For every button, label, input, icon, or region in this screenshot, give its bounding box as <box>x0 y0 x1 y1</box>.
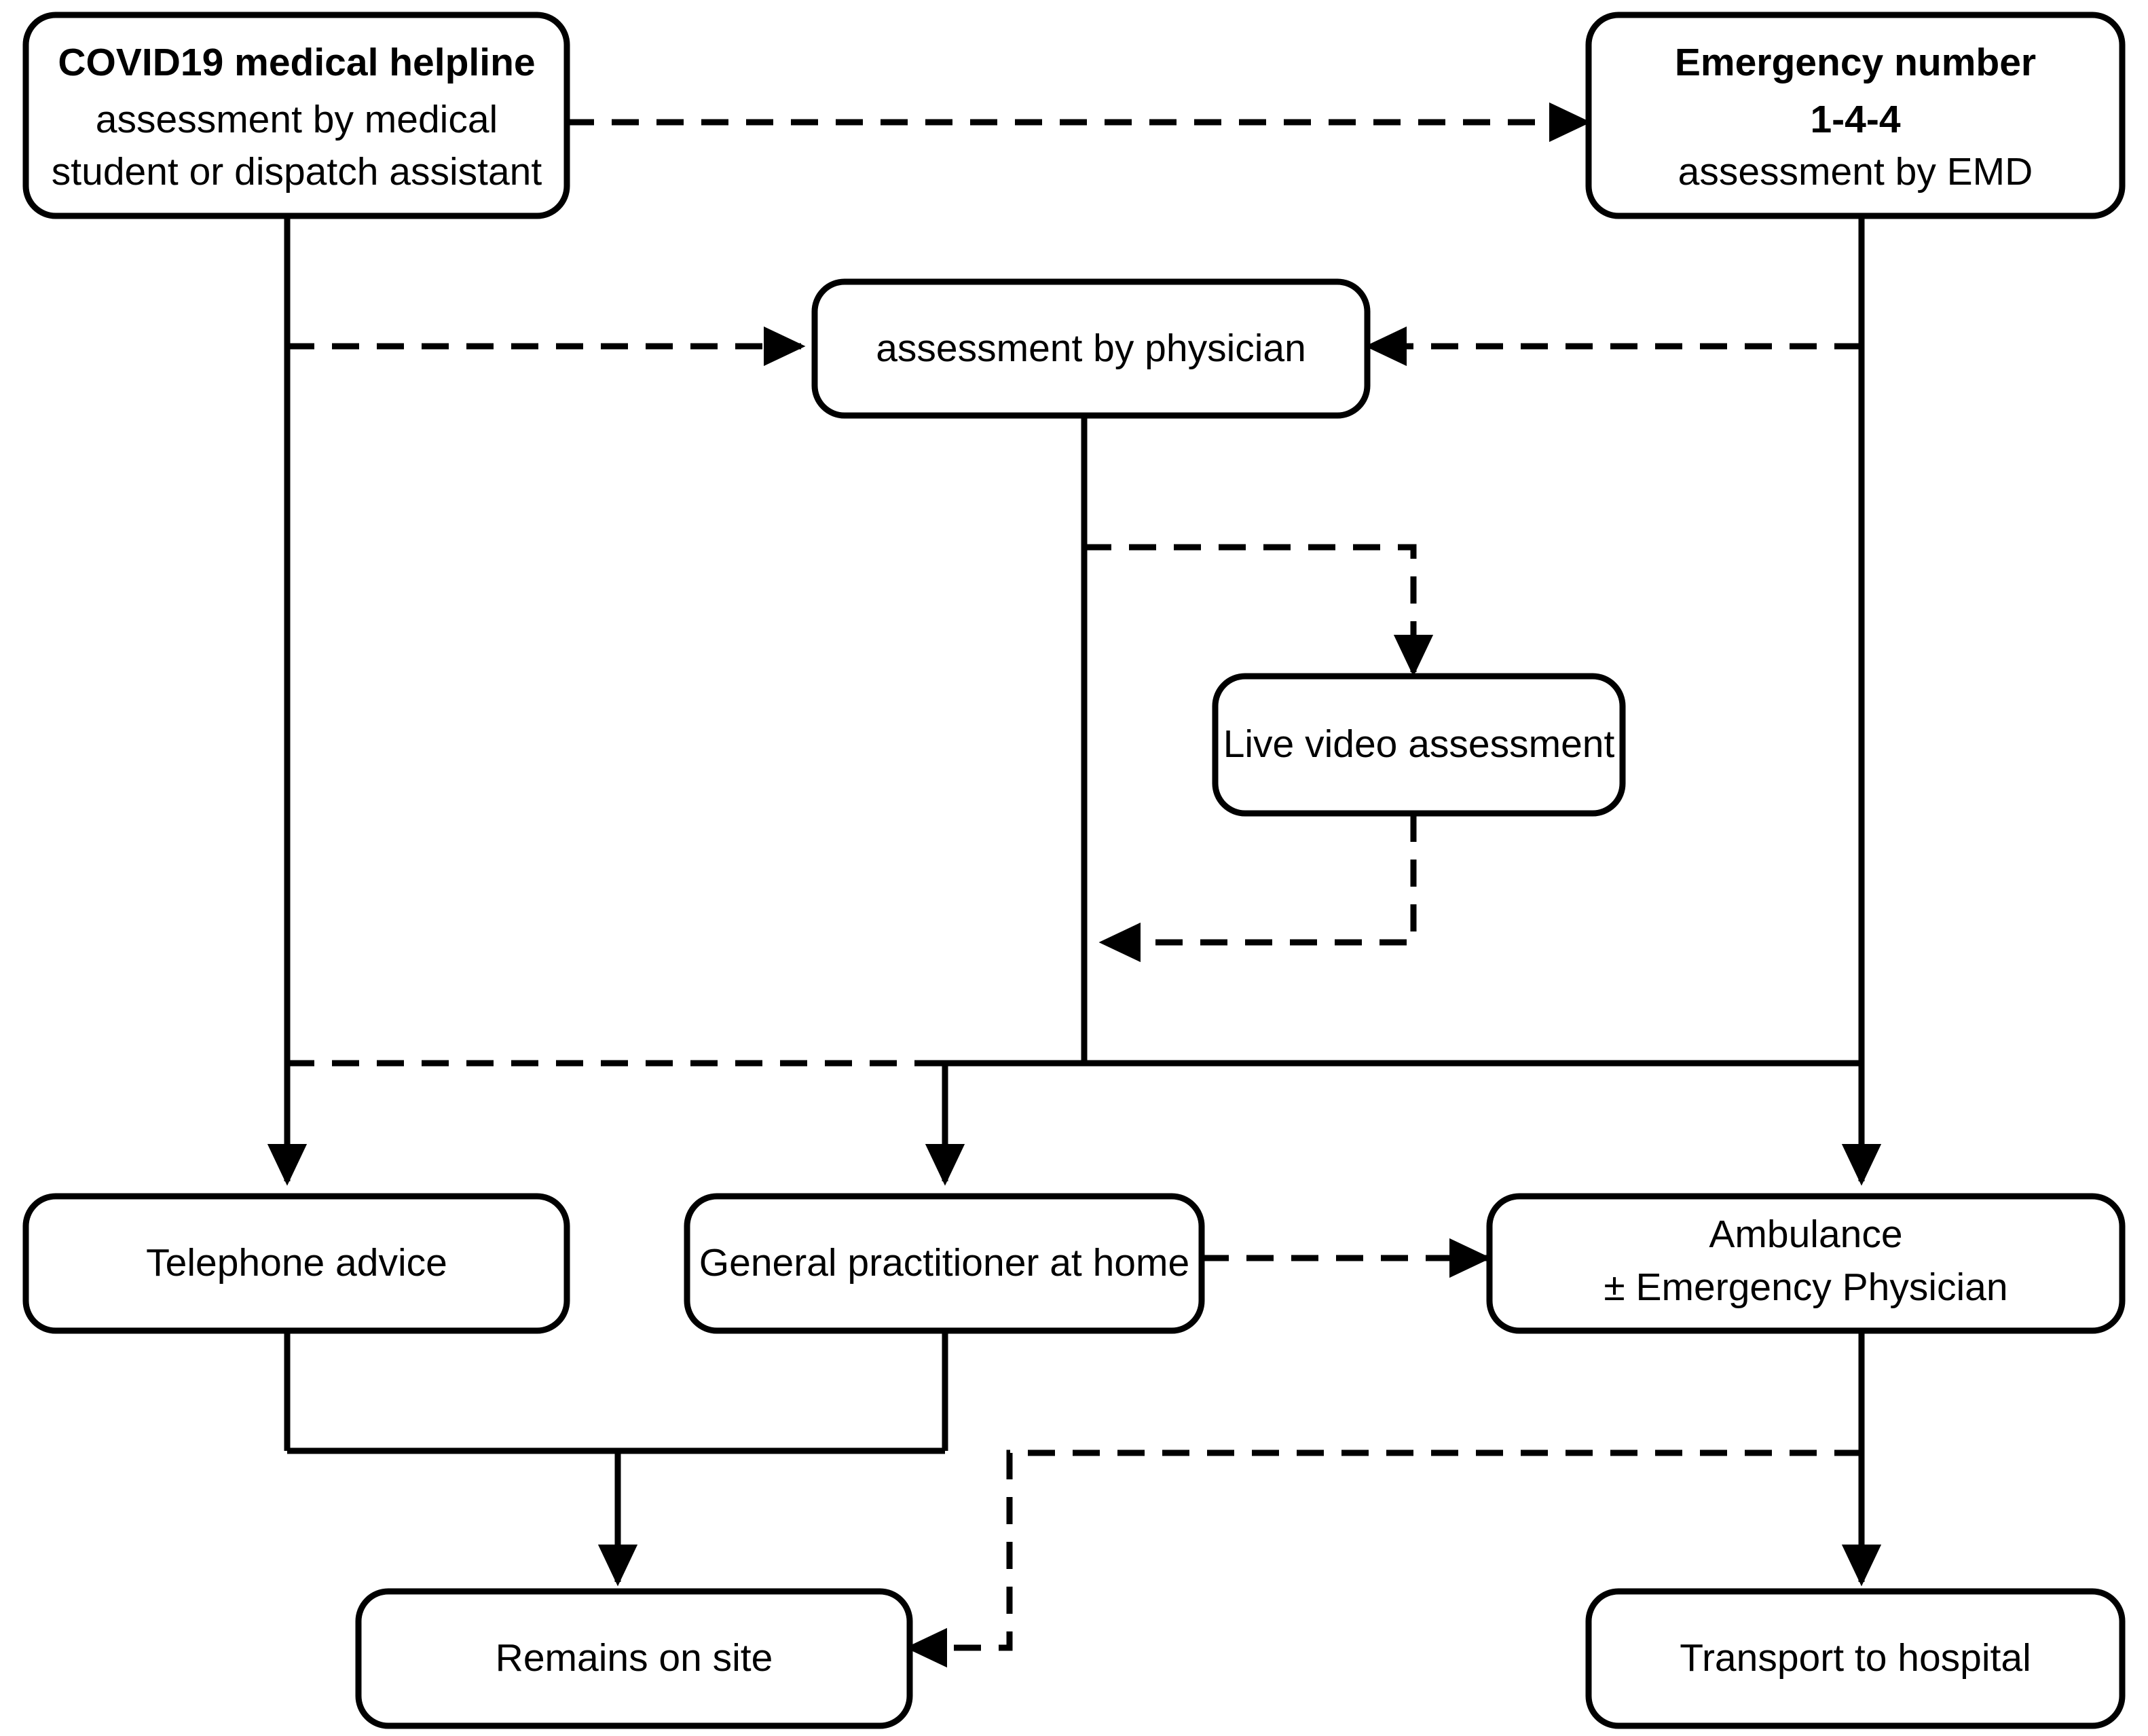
live-video-assessment-label: Live video assessment <box>1223 722 1615 766</box>
ambulance-emergency-physician-line-2: ± Emergency Physician <box>1604 1266 2007 1309</box>
ambulance-emergency-physician-line-1: Ambulance <box>1709 1213 1902 1256</box>
covid19-medical-helpline-line-3: student or dispatch assistant <box>52 150 542 193</box>
emergency-number-144-line-1: Emergency number <box>1675 41 2036 84</box>
edge-video-to-physician <box>1098 815 1417 963</box>
node-transport-to-hospital[interactable]: Transport to hospital <box>1585 1588 2126 1729</box>
remains-on-site-label: Remains on site <box>496 1636 773 1680</box>
ambulance-emergency-physician-box[interactable] <box>1486 1193 2126 1334</box>
node-covid19-medical-helpline[interactable]: COVID19 medical helpline assessment by m… <box>22 12 570 219</box>
node-general-practitioner-at-home[interactable]: General practitioner at home <box>684 1193 1205 1334</box>
node-ambulance-emergency-physician[interactable]: Ambulance ± Emergency Physician <box>1486 1193 2126 1334</box>
telephone-advice-label: Telephone advice <box>146 1241 447 1285</box>
covid19-medical-helpline-box[interactable] <box>22 12 570 219</box>
telephone-advice-box[interactable] <box>22 1193 570 1334</box>
emergency-number-144-line-3: assessment by EMD <box>1678 150 2033 193</box>
general-practitioner-at-home-label: General practitioner at home <box>699 1241 1189 1285</box>
node-assessment-by-physician[interactable]: assessment by physician <box>811 278 1371 419</box>
node-emergency-number-144[interactable]: Emergency number 1-4-4 assessment by EMD <box>1585 12 2126 219</box>
edge-physician-to-video <box>1084 544 1434 677</box>
covid19-medical-helpline-line-1: COVID19 medical helpline <box>58 41 535 84</box>
transport-to-hospital-box[interactable] <box>1585 1588 2126 1729</box>
transport-to-hospital-label: Transport to hospital <box>1680 1636 2031 1680</box>
assessment-by-physician-label: assessment by physician <box>876 327 1306 370</box>
assessment-by-physician-box[interactable] <box>811 278 1371 419</box>
edge-ambulance-to-onsite <box>905 1449 1862 1668</box>
node-remains-on-site[interactable]: Remains on site <box>355 1588 913 1729</box>
general-practitioner-at-home-box[interactable] <box>684 1193 1205 1334</box>
emergency-number-144-line-2: 1-4-4 <box>1810 98 1900 141</box>
node-telephone-advice[interactable]: Telephone advice <box>22 1193 570 1334</box>
emergency-number-144-box[interactable] <box>1585 12 2126 219</box>
node-live-video-assessment[interactable]: Live video assessment <box>1212 673 1626 817</box>
remains-on-site-box[interactable] <box>355 1588 913 1729</box>
live-video-assessment-box[interactable] <box>1212 673 1626 817</box>
covid19-medical-helpline-line-2: assessment by medical <box>96 98 498 141</box>
